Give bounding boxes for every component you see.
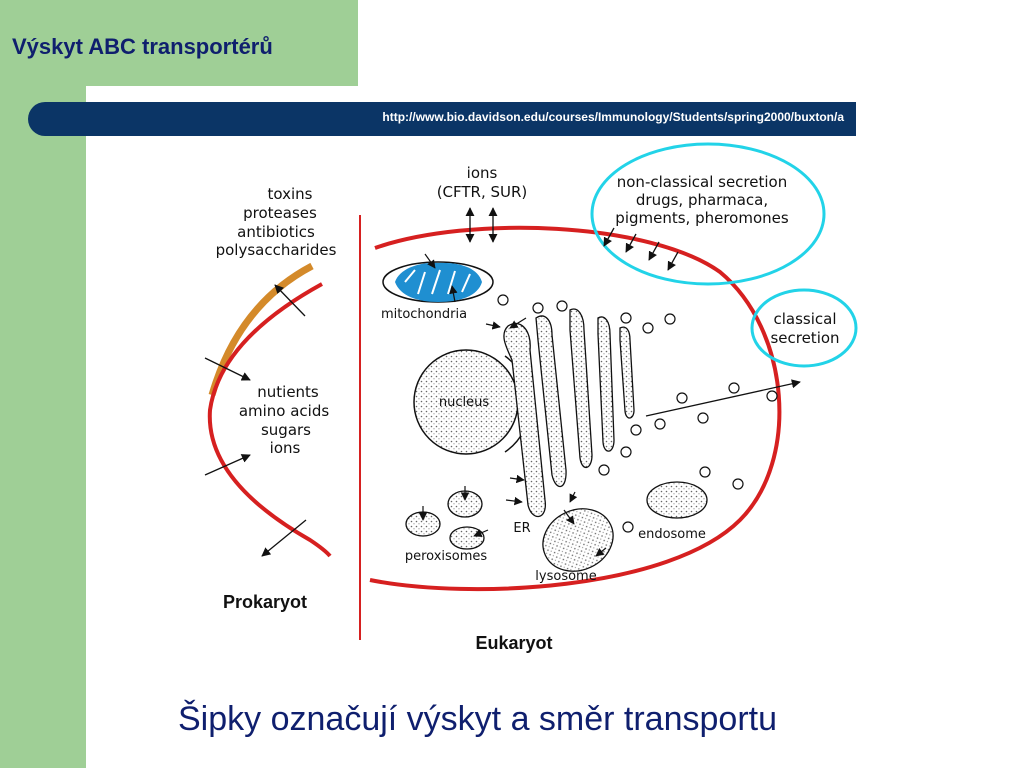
prokaryote-membrane: [210, 284, 330, 556]
ions-cftr-label: ions: [467, 164, 498, 182]
nonclassical-label-2: drugs, pharmaca,: [636, 191, 768, 209]
classical-arrow: [646, 382, 800, 416]
antibiotics-label: antibiotics: [237, 223, 315, 241]
er-label: ER: [513, 521, 530, 536]
proteases-label: proteases: [243, 204, 317, 222]
toxins-label: toxins: [268, 185, 313, 203]
nucleus-label: nucleus: [439, 395, 489, 410]
nutients-label: nutients: [257, 383, 319, 401]
nonclassical-label-1: non-classical secretion: [617, 173, 787, 191]
peroxisomes-label: peroxisomes: [405, 549, 488, 564]
amino-acids-label: amino acids: [239, 402, 330, 420]
mitochondria: [383, 254, 493, 302]
classical-label-2: secretion: [770, 329, 839, 347]
slide-caption: Šipky označují výskyt a směr transportu: [178, 700, 777, 739]
ions-prok-label: ions: [270, 439, 301, 457]
endosome-label: endosome: [638, 527, 706, 542]
nonclassical-label-3: pigments, pheromones: [615, 209, 789, 227]
prokaryote-export-labels: toxins proteases antibiotics polysacchar…: [216, 185, 337, 259]
lysosome-label: lysosome: [535, 569, 596, 584]
cftr-sur-label: (CFTR, SUR): [437, 183, 528, 201]
sugars-label: sugars: [261, 421, 311, 439]
prokaryot-label: Prokaryot: [223, 592, 307, 612]
classical-label-1: classical: [773, 310, 836, 328]
classical-highlight-circle: [752, 290, 856, 366]
prokaryote-cell-wall: [212, 266, 312, 395]
polysaccharides-label: polysaccharides: [216, 241, 337, 259]
endosome: [647, 482, 707, 518]
prokaryote-import-labels: nutients amino acids sugars ions: [239, 383, 330, 457]
eukaryot-label: Eukaryot: [475, 633, 552, 653]
mitochondria-label: mitochondria: [381, 307, 467, 322]
peroxisomes: [406, 486, 488, 549]
